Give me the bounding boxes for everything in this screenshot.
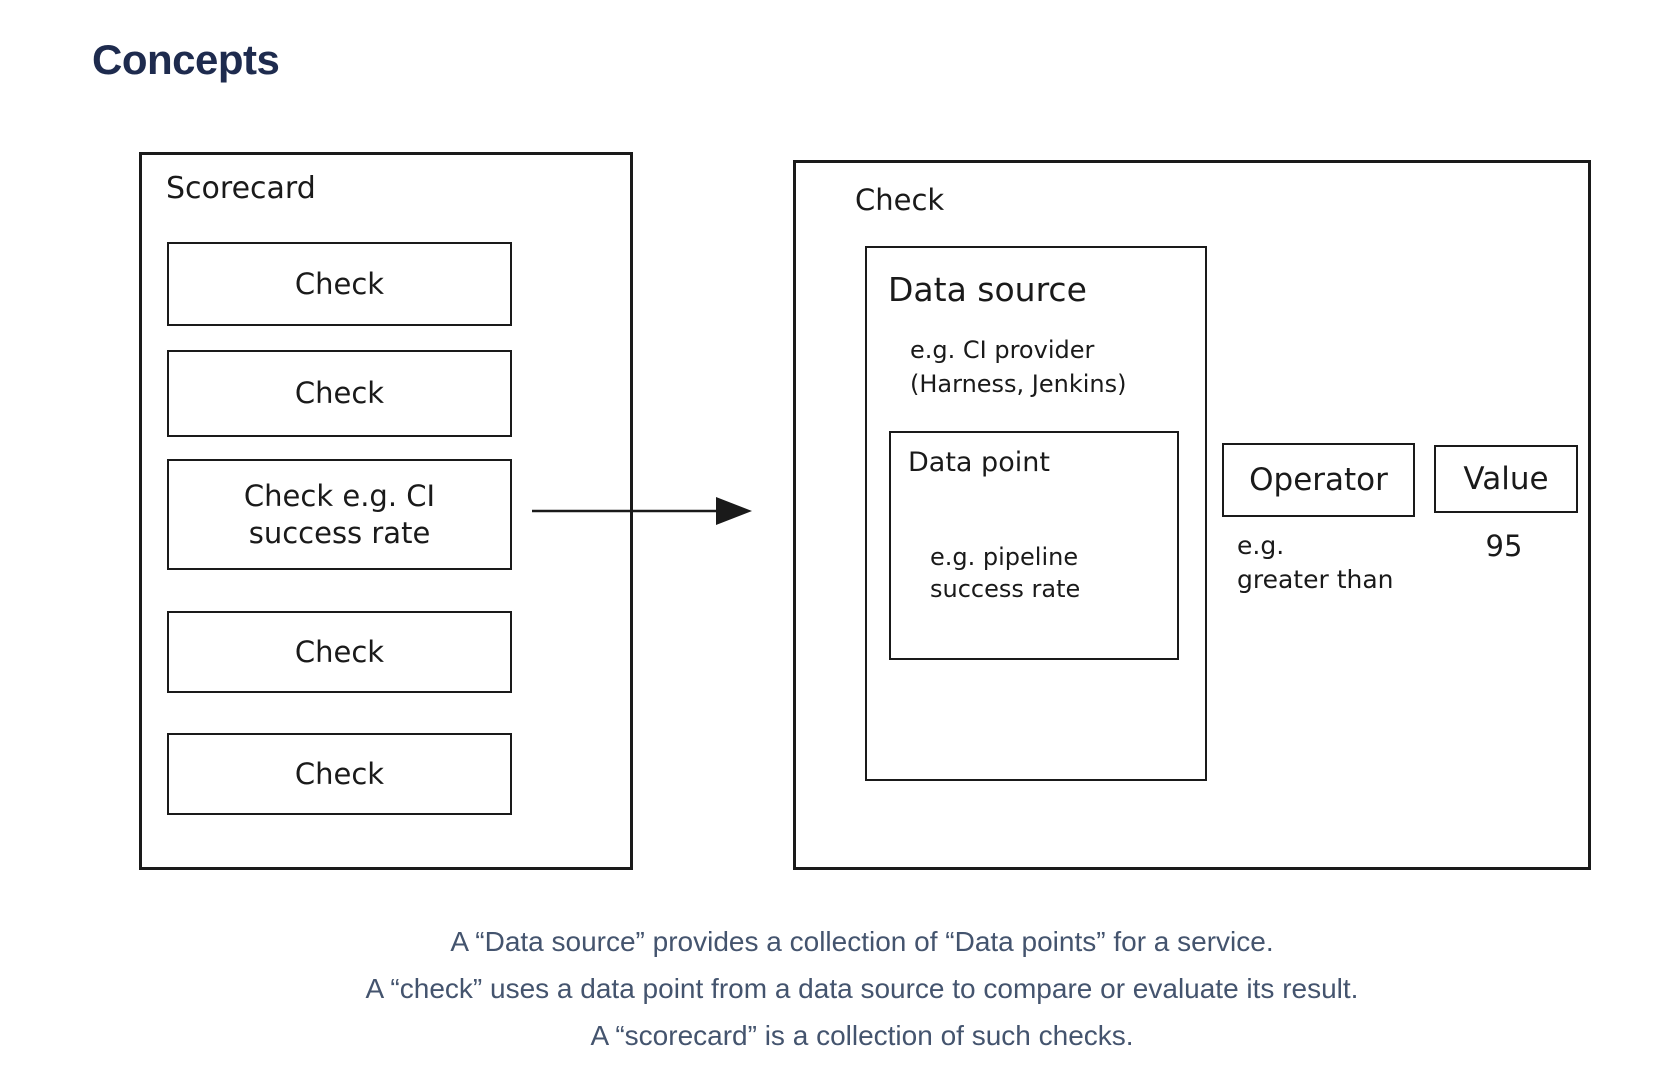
check-box: Check	[167, 611, 512, 693]
page-title: Concepts	[92, 36, 280, 84]
scorecard-label: Scorecard	[166, 171, 316, 206]
check-box-label: Check	[294, 266, 385, 301]
operator-example: e.g. greater than	[1237, 529, 1394, 597]
data-source-title: Data source	[888, 270, 1087, 309]
check-box-label: Check	[294, 634, 385, 669]
data-point-example-line: e.g. pipeline	[930, 543, 1079, 571]
operator-label: Operator	[1249, 462, 1388, 498]
check-detail-label: Check	[855, 183, 945, 217]
data-point-title: Data point	[908, 447, 1050, 478]
caption-line: A “check” uses a data point from a data …	[365, 973, 1359, 1004]
check-box-label: Check	[294, 376, 385, 411]
check-box-label-line: success rate	[248, 515, 431, 550]
value-label: Value	[1463, 461, 1549, 497]
data-source-box: Data source e.g. CI provider (Harness, J…	[865, 246, 1207, 781]
value-box: Value	[1434, 445, 1578, 513]
check-box: Check	[167, 242, 512, 326]
caption: A “Data source” provides a collection of…	[139, 918, 1585, 1059]
check-box-label: Check	[294, 756, 385, 791]
data-source-example-line: (Harness, Jenkins)	[910, 370, 1127, 398]
check-box: Check	[167, 350, 512, 437]
data-point-box: Data point e.g. pipeline success rate	[889, 431, 1179, 660]
operator-box: Operator	[1222, 443, 1415, 517]
data-point-example-line: success rate	[930, 575, 1081, 603]
check-box-label-line: Check e.g. CI	[243, 479, 436, 514]
check-detail-box: Check Data source e.g. CI provider (Harn…	[793, 160, 1591, 870]
operator-example-line: e.g.	[1237, 531, 1285, 560]
data-source-example-line: e.g. CI provider	[910, 336, 1095, 364]
check-box: Check	[167, 733, 512, 815]
data-point-example: e.g. pipeline success rate	[930, 541, 1080, 605]
caption-line: A “scorecard” is a collection of such ch…	[590, 1020, 1134, 1051]
data-source-example: e.g. CI provider (Harness, Jenkins)	[910, 333, 1127, 401]
value-example: 95	[1485, 529, 1523, 563]
check-box-ci-success-rate: Check e.g. CI success rate	[167, 459, 512, 570]
scorecard-to-check-arrow-icon	[532, 497, 752, 525]
caption-line: A “Data source” provides a collection of…	[450, 926, 1274, 957]
operator-example-line: greater than	[1237, 565, 1394, 594]
